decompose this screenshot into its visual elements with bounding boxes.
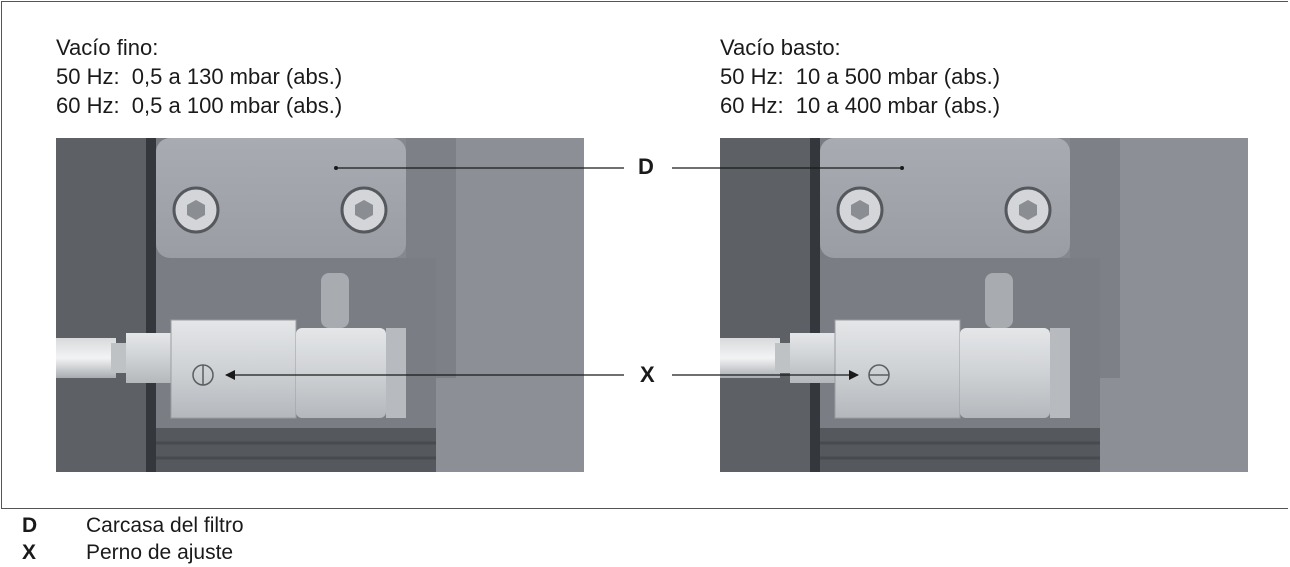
caption-line-60hz: 60 Hz: 10 a 400 mbar (abs.) [720,93,1001,118]
caption-line-50hz: 50 Hz: 10 a 500 mbar (abs.) [720,64,1001,89]
caption-title: Vacío basto: [720,35,841,60]
caption-line-50hz: 50 Hz: 0,5 a 130 mbar (abs.) [56,64,343,89]
legend-label: Perno de ajuste [86,541,234,564]
filter-photo-fine [56,138,584,472]
legend-key: X [22,541,37,564]
caption-line-60hz: 60 Hz: 0,5 a 100 mbar (abs.) [56,93,343,118]
caption-rough-vacuum: Vacío basto: 50 Hz: 10 a 500 mbar (abs.)… [720,33,1000,120]
figure-frame [1,1,1288,509]
caption-title: Vacío fino: [56,35,159,60]
filter-photo-rough [720,138,1248,472]
caption-fine-vacuum: Vacío fino: 50 Hz: 0,5 a 130 mbar (abs.)… [56,33,342,120]
callout-d: D [638,154,654,179]
legend-label: Carcasa del filtro [86,514,244,537]
callout-x: X [640,362,655,387]
legend-key: D [22,514,38,537]
